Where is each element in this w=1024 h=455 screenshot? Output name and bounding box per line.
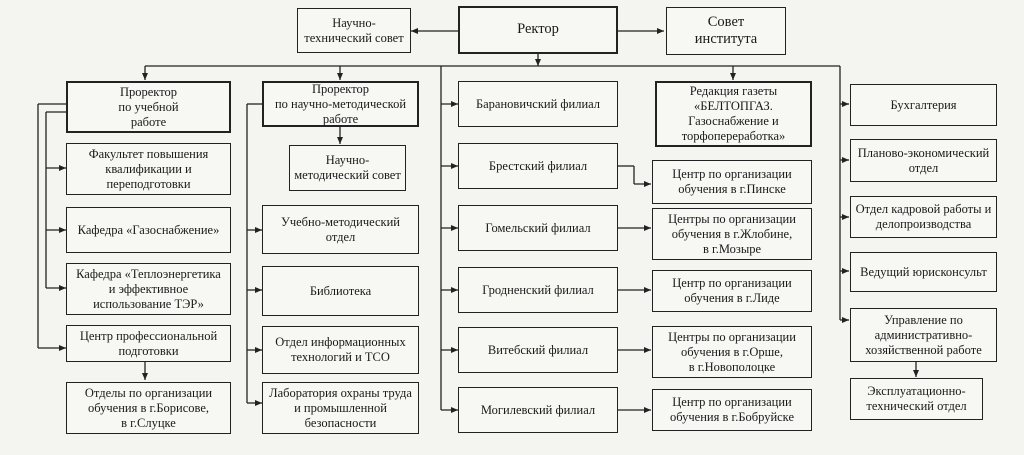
labor-safety-lab-box: Лаборатория охраны труда и промышленной … — [262, 382, 419, 434]
mogilev-branch-box: Могилевский филиал — [458, 387, 618, 433]
library-box: Библиотека — [262, 266, 419, 316]
technical-operations-dept-box: Эксплуатационно- технический отдел — [850, 378, 983, 420]
dept-heat-energy-box: Кафедра «Теплоэнергетика и эффективное и… — [66, 263, 231, 315]
gomel-branch-box: Гомельский филиал — [458, 205, 618, 251]
brest-branch-box: Брестский филиал — [458, 143, 618, 189]
accounting-box: Бухгалтерия — [850, 84, 997, 126]
dept-gas-supply-box: Кафедра «Газоснабжение» — [66, 207, 231, 253]
hr-records-dept-box: Отдел кадровой работы и делопроизводства — [850, 196, 997, 238]
baranovichi-branch-box: Барановичский филиал — [458, 81, 618, 127]
vice-rector-education-box: Проректор по учебной работе — [66, 81, 231, 133]
vice-rector-science-box: Проректор по научно-методической работе — [262, 81, 419, 127]
educational-methodical-dept-box: Учебно-методический отдел — [262, 205, 419, 254]
vitebsk-branch-box: Витебский филиал — [458, 327, 618, 373]
professional-training-center-box: Центр профессиональной подготовки — [66, 325, 231, 362]
planning-economic-dept-box: Планово-экономический отдел — [850, 139, 997, 182]
lida-center-box: Центр по организации обучения в г.Лиде — [652, 270, 812, 312]
faculty-qualification-box: Факультет повышения квалификации и переп… — [66, 143, 231, 195]
methodical-council-box: Научно- методический совет — [289, 145, 406, 191]
borisov-slutsk-depts-box: Отделы по организации обучения в г.Борис… — [66, 382, 231, 434]
scientific-technical-council-box: Научно- технический совет — [297, 8, 411, 53]
orsha-novopolotsk-center-box: Центры по организации обучения в г.Орше,… — [652, 326, 812, 378]
grodno-branch-box: Гродненский филиал — [458, 267, 618, 313]
legal-counsel-box: Ведущий юрисконсульт — [850, 252, 997, 292]
admin-economic-management-box: Управление по административно- хозяйстве… — [850, 308, 997, 362]
zhlobin-mozyr-center-box: Центры по организации обучения в г.Жлоби… — [652, 208, 812, 260]
bobruisk-center-box: Центр по организации обучения в г.Бобруй… — [652, 389, 812, 431]
institute-council-box: Совет института — [666, 7, 786, 55]
rector-box: Ректор — [458, 6, 618, 54]
newspaper-editorial-box: Редакция газеты «БЕЛТОПГАЗ. Газоснабжени… — [655, 81, 812, 147]
it-dept-box: Отдел информационных технологий и ТСО — [262, 326, 419, 374]
pinsk-center-box: Центр по организации обучения в г.Пинске — [652, 160, 812, 204]
